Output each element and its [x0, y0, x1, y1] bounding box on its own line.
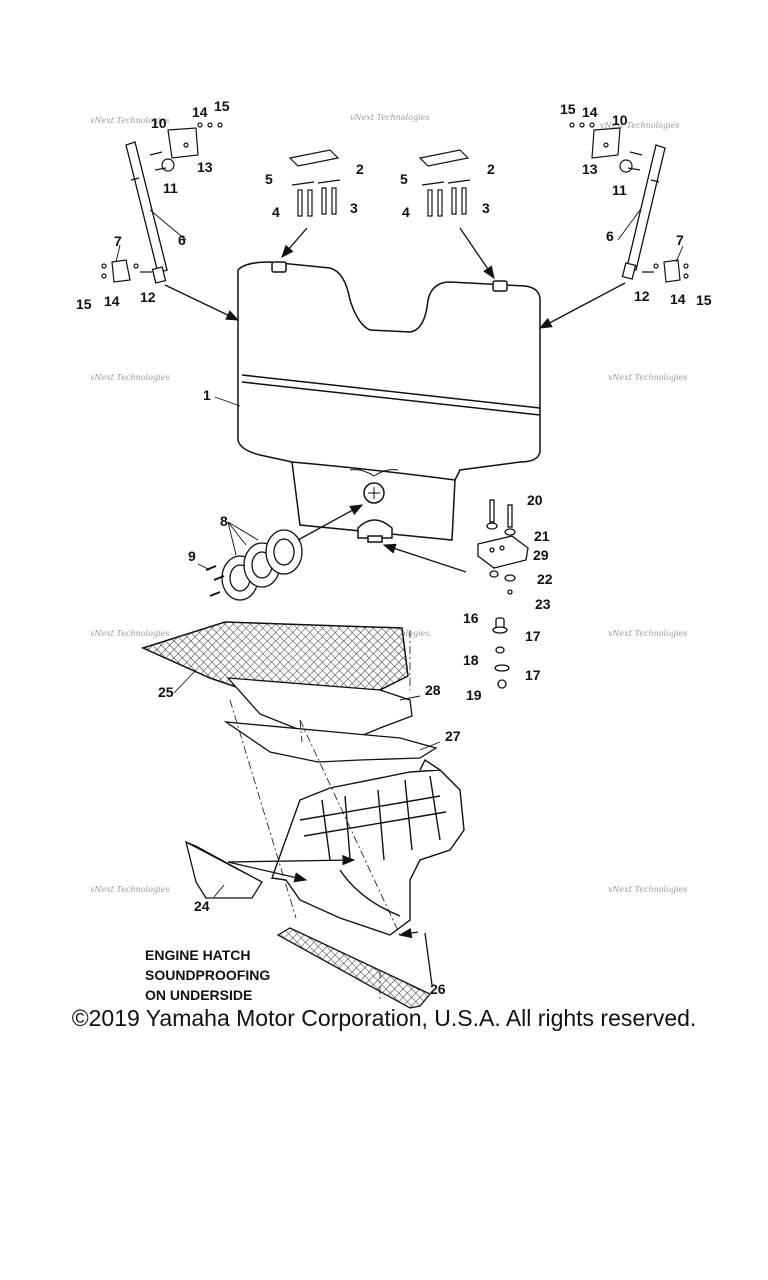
callout-3: 3 — [482, 200, 490, 216]
lower-bracket-left — [101, 259, 152, 283]
hatch-frame — [271, 758, 465, 936]
callout-4: 4 — [272, 204, 280, 220]
callout-17: 17 — [525, 667, 541, 683]
callout-27: 27 — [445, 728, 461, 744]
callout-9: 9 — [188, 548, 196, 564]
callout-13: 13 — [582, 161, 598, 177]
copyright-notice: ©2019 Yamaha Motor Corporation, U.S.A. A… — [71, 1005, 697, 1031]
callout-12: 12 — [634, 288, 650, 304]
callout-7: 7 — [676, 232, 684, 248]
callout-8: 8 — [220, 513, 228, 529]
callout-3: 3 — [350, 200, 358, 216]
callout-21: 21 — [534, 528, 550, 544]
callout-15: 15 — [214, 98, 230, 114]
side-panel-24 — [185, 840, 263, 899]
callout-14: 14 — [582, 104, 598, 120]
leader-lines — [115, 209, 684, 991]
callout-14: 14 — [104, 293, 120, 309]
watermark: vNext Technologies — [90, 116, 169, 125]
callout-10: 10 — [151, 115, 167, 131]
note-line-3: ON UNDERSIDE — [145, 987, 252, 1003]
callout-19: 19 — [466, 687, 482, 703]
callout-20: 20 — [527, 492, 543, 508]
engine-hatch — [237, 261, 541, 543]
lower-bracket-right — [642, 259, 689, 283]
callout-1: 1 — [203, 387, 211, 403]
callout-23: 23 — [535, 596, 551, 612]
watermark: vNext Technologies — [608, 885, 687, 894]
callout-5: 5 — [400, 171, 408, 187]
bottom-strip-26 — [276, 927, 432, 1009]
watermark: vNext Technologies — [608, 629, 687, 638]
callout-12: 12 — [140, 289, 156, 305]
callout-16: 16 — [463, 610, 479, 626]
soundproof-panel-28 — [226, 677, 413, 739]
callouts: 1 2 2 3 3 4 4 5 5 6 6 7 7 8 9 10 10 11 1… — [76, 98, 712, 997]
watermark: vNext Technologies — [600, 121, 679, 130]
callout-28: 28 — [425, 682, 441, 698]
gas-strut-right — [621, 144, 666, 280]
note-line-2: SOUNDPROOFING — [145, 967, 270, 983]
callout-6: 6 — [178, 232, 186, 248]
callout-15: 15 — [76, 296, 92, 312]
note-line-1: ENGINE HATCH — [145, 947, 251, 963]
gas-strut-left — [125, 141, 168, 284]
callout-11: 11 — [612, 182, 627, 198]
callout-18: 18 — [463, 652, 479, 668]
callout-14: 14 — [670, 291, 686, 307]
callout-2: 2 — [356, 161, 364, 177]
hinge-bracket — [477, 499, 529, 689]
upper-bracket-left — [149, 122, 223, 172]
arrows — [164, 227, 626, 986]
watermark: vNext Technologies — [90, 629, 169, 638]
callout-2: 2 — [487, 161, 495, 177]
callout-15: 15 — [696, 292, 712, 308]
callout-22: 22 — [537, 571, 553, 587]
upper-bracket-right — [569, 122, 643, 173]
callout-14: 14 — [192, 104, 208, 120]
guide-lines — [229, 630, 411, 1000]
latch-left — [288, 149, 341, 217]
vent-flanges — [205, 529, 303, 601]
callout-17: 17 — [525, 628, 541, 644]
latch-right — [418, 149, 471, 217]
callout-15: 15 — [560, 101, 576, 117]
callout-13: 13 — [197, 159, 213, 175]
callout-5: 5 — [265, 171, 273, 187]
callout-10: 10 — [612, 112, 628, 128]
watermark: vNext Technologies — [90, 373, 169, 382]
callout-6: 6 — [606, 228, 614, 244]
callout-11: 11 — [163, 180, 178, 196]
watermark: vNext Technologies — [90, 885, 169, 894]
callout-26: 26 — [430, 981, 446, 997]
watermark: vNext Technologies — [350, 113, 429, 122]
watermark: vNext Technologies — [608, 373, 687, 382]
callout-24: 24 — [194, 898, 210, 914]
soundproof-panel-27 — [223, 721, 438, 763]
callout-7: 7 — [114, 233, 122, 249]
callout-29: 29 — [533, 547, 549, 563]
parts-diagram: vNext Technologies vNext Technologies vN… — [76, 98, 712, 1009]
callout-4: 4 — [402, 204, 410, 220]
callout-25: 25 — [158, 684, 174, 700]
soundproofing-note: ENGINE HATCH SOUNDPROOFING ON UNDERSIDE — [145, 947, 270, 1003]
